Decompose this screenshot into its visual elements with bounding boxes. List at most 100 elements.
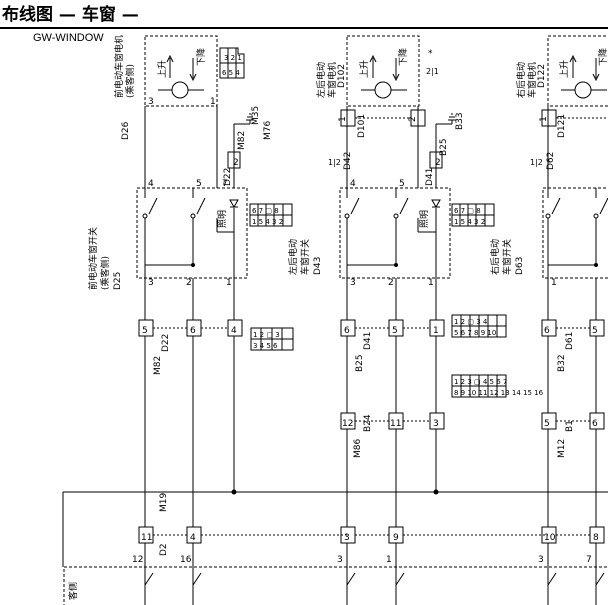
pin-label: 5 (142, 326, 148, 336)
junction-dot (594, 263, 598, 267)
rl-mini-pinout: 1|2 (328, 158, 341, 167)
pin-label: 1 (338, 116, 348, 122)
rl-switch-label2: 车窗开关 (299, 239, 311, 275)
pin-label: 5 (544, 419, 550, 429)
pin-label: 10 (544, 533, 556, 543)
front-motor-up: 上升 (157, 60, 168, 78)
front-switch-label: 前电动车窗开关 (87, 227, 99, 290)
rr-motor-conn: D122 (537, 64, 547, 88)
pin-label: 11 (390, 419, 401, 429)
pin-label: 3 (344, 533, 350, 543)
rr-motor-symbol (574, 81, 592, 99)
conn-d61: D61 (565, 332, 575, 350)
pin-label: 6 (592, 419, 598, 429)
pin-label: 4 (231, 326, 237, 336)
rl-motor-label2: 车窗电机 (326, 62, 338, 98)
front-motor-conn: D26 (121, 121, 131, 140)
rl-motor-label: 左后电动 (315, 62, 327, 98)
pin-label: 1 (551, 278, 557, 288)
pin-label: 12 (132, 555, 143, 565)
conn-d42: D42 (343, 152, 353, 170)
conn-m35: M35 (251, 106, 261, 125)
pin-label: 4 (350, 179, 356, 189)
conn-b1: B1 (565, 420, 575, 432)
conn-d22: D22 (223, 168, 233, 186)
title-rule (0, 27, 608, 29)
pin-label: 12 (342, 419, 353, 429)
pin-label: 3 (148, 278, 154, 288)
rl-motor-symbol (374, 81, 392, 99)
conn-b24: B24 (363, 414, 373, 432)
front-motor-sub: (乘客侧) (124, 64, 136, 98)
conn-m76: M76 (263, 121, 273, 140)
rr-motor-up: 上升 (559, 60, 570, 78)
conn-m19: M19 (159, 493, 169, 512)
front-motor-box (144, 35, 218, 107)
conn-d41: D41 (425, 168, 435, 186)
junction-dot (394, 263, 398, 267)
rl-motor-conn: D102 (337, 64, 347, 88)
rr-switch-label2: 车窗开关 (501, 239, 513, 275)
pin-label: 3 (337, 555, 343, 565)
conn-d41-b: D41 (363, 332, 373, 350)
pin-label: 6 (190, 326, 196, 336)
pin-label: 2 (435, 158, 441, 168)
pin-label: 2 (408, 116, 418, 122)
front-switch-sub: (乘客侧) (99, 256, 111, 290)
rl-motor-box (346, 35, 420, 107)
pin-label: 2 (186, 278, 192, 288)
conn-d101: D101 (357, 114, 367, 138)
pin-label: 1 (428, 278, 434, 288)
front-motor-pinout-top: 3 2 1 (224, 54, 242, 62)
conn-d2: D2 (159, 543, 169, 556)
mid-conn-pinout-r2: 5 6 7 8 9 10 (454, 329, 496, 337)
pin-label: 2 (233, 158, 239, 168)
low-conn-pinout-r2: 8 9 10 11 12 13 14 15 16 (454, 389, 544, 397)
conn-m86: M86 (353, 439, 363, 458)
pin-label: 7 (586, 555, 592, 565)
conn-d22-b: D22 (161, 334, 171, 352)
pin-label: 1 (226, 278, 232, 288)
rr-motor-box (547, 35, 608, 107)
rl-motor-mini-pinout: 2|1 (426, 67, 439, 76)
conn-b25-b: B25 (355, 354, 365, 372)
rr-motor-label: 右后电动 (515, 62, 527, 98)
front-motor-symbol (171, 81, 189, 99)
lamp-label: 照明 (217, 210, 228, 228)
pin-label: 16 (180, 555, 192, 565)
rr-motor-label2: 车窗电机 (526, 62, 538, 98)
pin-label: 5 (592, 326, 598, 336)
page-title: 布线图 — 车窗 — (2, 5, 139, 25)
lamp-label-rl: 照明 (419, 210, 430, 228)
front-motor-down: 下降 (195, 48, 207, 66)
rr-switch-conn: D63 (515, 257, 525, 275)
pin-label: 3 (433, 419, 439, 429)
pin-label: 2 (388, 278, 394, 288)
rr-mini-pinout: 1|2 (530, 158, 543, 167)
junction-dot (433, 489, 439, 495)
pin-label: 3 (148, 97, 154, 107)
front-conn-pinout-r2: 3 4 5 6 (253, 342, 278, 350)
pin-label: 6 (544, 326, 550, 336)
pin-label: 4 (190, 533, 196, 543)
conn-d62: D62 (546, 152, 556, 170)
lower-module-box (63, 566, 608, 605)
pin-label: 3 (350, 278, 356, 288)
rl-switch-conn: D43 (313, 257, 323, 275)
rr-switch-box (542, 187, 608, 279)
pin-label: 1 (386, 555, 392, 565)
pin-label: 9 (393, 533, 399, 543)
rl-switch-label: 左后电动 (287, 239, 299, 275)
conn-b33: B33 (455, 112, 465, 130)
pin-label: 6 (344, 326, 350, 336)
diagram-code: GW-WINDOW (33, 32, 104, 44)
conn-d121: D121 (557, 114, 567, 138)
pin-label: 4 (148, 179, 154, 189)
rr-switch-label: 右后电动 (489, 239, 501, 275)
front-motor-label: 前电动车窗电机 (113, 35, 125, 98)
pin-label: 5 (196, 179, 202, 189)
low-conn-pinout-r1: 1 2 3 ▢ 4 5 6 7 (454, 378, 507, 386)
front-motor-pinout-bot: 6 5 4 (222, 69, 240, 77)
pin-label: 5 (399, 179, 405, 189)
